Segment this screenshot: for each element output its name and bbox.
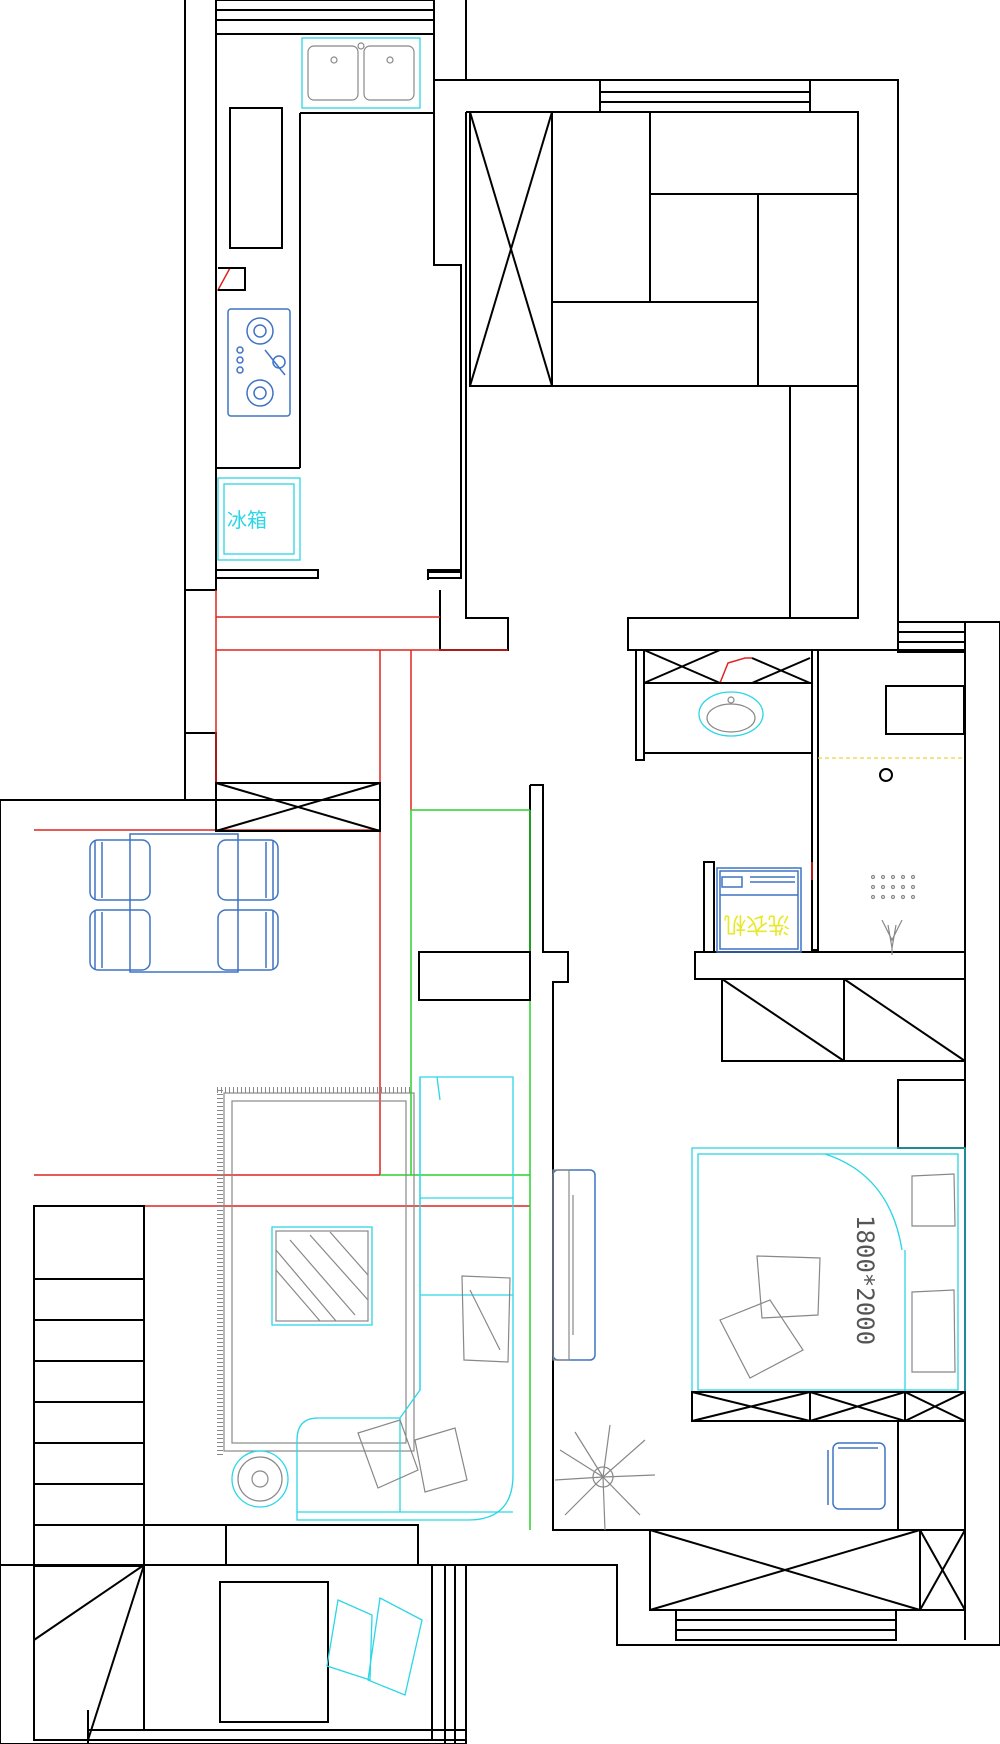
fridge-icon: 冰箱 [217, 477, 301, 561]
chair-icon [89, 839, 151, 901]
bed-icon: 1800*2000 [691, 1147, 966, 1393]
sofa-icon [296, 1076, 514, 1521]
washing-machine-icon: 洗衣机 [716, 867, 802, 953]
tv-icon [552, 1169, 596, 1361]
pillow-icon [719, 1299, 804, 1379]
cushion-icon [367, 1596, 423, 1696]
coffee-table-icon [271, 1226, 373, 1326]
door-swing [216, 267, 246, 291]
pillow-icon [911, 1173, 956, 1227]
cushion-icon [461, 1275, 511, 1363]
chair-icon [217, 839, 279, 901]
washbasin-icon [698, 691, 764, 737]
pillow-icon [756, 1255, 821, 1319]
cushion-icon [357, 1419, 419, 1489]
dining-table-icon [89, 833, 279, 973]
living-room [216, 1076, 514, 1521]
cushion-icon [414, 1427, 468, 1493]
balcony [219, 1581, 423, 1723]
balcony-table [219, 1581, 329, 1723]
pillow-icon [911, 1289, 956, 1373]
washer-label: 洗衣机 [724, 911, 790, 936]
plant-icon [554, 1424, 656, 1531]
bathroom: 洗衣机 [635, 649, 966, 980]
storage-room [469, 111, 859, 618]
floor-drain-icon [879, 768, 893, 782]
kitchen: 冰箱 [216, 37, 434, 561]
entry-cabinet [215, 782, 531, 1001]
shower-icon [870, 874, 916, 955]
stove-icon [227, 308, 291, 417]
side-table-icon [231, 1450, 289, 1508]
master-bedroom: 1800*2000 [552, 978, 966, 1641]
counter-appliance [229, 107, 283, 249]
chair-icon [217, 909, 279, 971]
zone-lines [34, 590, 531, 1530]
desk-chair-icon [827, 1442, 886, 1510]
stairs [33, 1205, 419, 1741]
chair-icon [89, 909, 151, 971]
window [897, 621, 966, 653]
bed-size-label: 1800*2000 [851, 1215, 879, 1345]
sink-icon [301, 37, 421, 109]
cushion-icon [326, 1599, 373, 1681]
rug [223, 1092, 415, 1452]
fridge-label: 冰箱 [227, 508, 267, 532]
